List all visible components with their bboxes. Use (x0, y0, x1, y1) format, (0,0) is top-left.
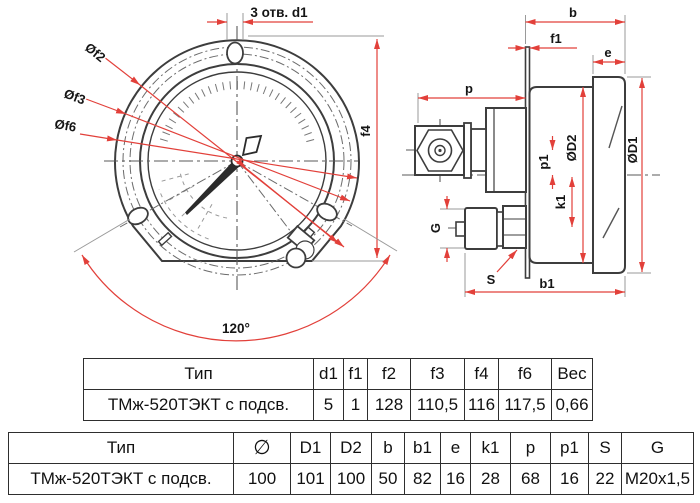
value-cell: ТМж-520ТЭКТ с подсв. (8, 463, 234, 495)
value-cell: 16 (440, 463, 471, 495)
value-cell: 117,5 (498, 389, 552, 421)
table-row: ТМж-520ТЭКТ с подсв. 5 1 128 110,5 116 1… (83, 389, 593, 421)
s-leader: S (485, 249, 518, 289)
backlight-fitting (285, 224, 316, 269)
side-view: b f1 e p p1 ØD2 (402, 4, 660, 297)
value-cell: 116 (464, 389, 499, 421)
value-cell: 100 (330, 463, 372, 495)
header-cell diameter-symbol: ∅ (233, 432, 291, 464)
table-header-row: Тип ∅ D1 D2 b b1 e k1 p p1 S G (8, 432, 694, 464)
label-k1: k1 (553, 195, 568, 209)
header-cell: f4 (464, 358, 499, 390)
label-p1: p1 (536, 154, 551, 169)
process-connection (455, 205, 527, 250)
value-cell: 16 (550, 463, 589, 495)
table-row: ТМж-520ТЭКТ с подсв. 100 101 100 50 82 1… (8, 463, 694, 495)
header-cell: Тип (8, 432, 234, 464)
label-p: p (465, 81, 473, 96)
header-cell: p (510, 432, 551, 464)
header-cell: f1 (343, 358, 368, 390)
b-dimension: b (525, 4, 626, 74)
value-cell: 1 (343, 389, 368, 421)
header-cell: S (588, 432, 622, 464)
header-cell: G (621, 432, 694, 464)
needle (185, 157, 242, 215)
value-cell: 50 (371, 463, 405, 495)
connector-assembly (414, 107, 527, 193)
header-cell: b1 (404, 432, 441, 464)
hub-arrowhead (236, 159, 246, 168)
value-cell: М20х1,5 (621, 463, 694, 495)
bezel-outline (592, 76, 626, 274)
mount-hole-top (226, 41, 244, 65)
value-cell: 128 (367, 389, 411, 421)
label-f2: Øf2 (82, 40, 108, 65)
header-cell: k1 (470, 432, 511, 464)
d1-diameter-dimension: ØD1 (624, 76, 651, 274)
mount-hole-right (316, 202, 338, 222)
header-cell: f2 (367, 358, 411, 390)
label-b1: b1 (539, 276, 554, 291)
front-view: Øf2 Øf3 Øf6 3 отв. d1 f4 120° (52, 4, 398, 342)
value-cell: 100 (233, 463, 291, 495)
label-holes-d1: 3 отв. d1 (250, 5, 308, 20)
value-cell: ТМж-520ТЭКТ с подсв. (83, 389, 314, 421)
p1-dimension: p1 (535, 136, 556, 189)
bezel-clamp (157, 231, 173, 247)
header-cell: d1 (313, 358, 344, 390)
header-cell: f3 (410, 358, 465, 390)
value-cell: 68 (510, 463, 551, 495)
angle-dimension: 120° (73, 218, 398, 342)
glass-marks (602, 105, 623, 239)
d2-dimension: ØD2 (563, 87, 586, 263)
header-cell: D1 (290, 432, 331, 464)
value-cell: 82 (404, 463, 441, 495)
label-g: G (428, 223, 443, 233)
header-cell: Вес (551, 358, 593, 390)
mount-hole-left (127, 206, 149, 226)
value-cell: 5 (313, 389, 344, 421)
value-cell: 101 (290, 463, 331, 495)
label-s: S (487, 272, 496, 287)
b1-dimension: b1 (464, 253, 626, 297)
label-b: b (569, 5, 577, 20)
label-e: e (604, 45, 611, 60)
label-d1: ØD1 (625, 137, 640, 164)
d1-dimension: 3 отв. d1 (207, 4, 313, 40)
table-header-row: Тип d1 f1 f2 f3 f4 f6 Вес (83, 358, 593, 390)
label-f4: f4 (358, 124, 373, 136)
label-f1: f1 (550, 31, 562, 46)
p-dimension: p (417, 80, 526, 123)
value-cell: 28 (470, 463, 511, 495)
header-cell: p1 (550, 432, 589, 464)
g-dimension: G (427, 196, 464, 262)
header-cell: D2 (330, 432, 372, 464)
header-cell: e (440, 432, 471, 464)
header-cell: Тип (83, 358, 314, 390)
label-d2: ØD2 (564, 135, 579, 162)
case-outline (528, 86, 594, 264)
label-f6: Øf6 (53, 116, 77, 135)
header-cell: b (371, 432, 405, 464)
e-dimension: e (592, 44, 625, 74)
technical-drawing: Øf2 Øf3 Øf6 3 отв. d1 f4 120° (52, 4, 660, 342)
k1-dimension: k1 (552, 177, 575, 227)
value-cell: 0,66 (551, 389, 593, 421)
label-angle: 120° (222, 321, 250, 336)
f1-dimension: f1 (508, 30, 577, 51)
header-cell: f6 (498, 358, 552, 390)
diameter-leaders (79, 56, 358, 248)
value-cell: 22 (588, 463, 622, 495)
dimensions-table-f: Тип d1 f1 f2 f3 f4 f6 Вес ТМж-520ТЭКТ с … (83, 358, 593, 421)
value-cell: 110,5 (410, 389, 465, 421)
dimensions-table-d: Тип ∅ D1 D2 b b1 e k1 p p1 S G ТМж-520ТЭ… (8, 432, 694, 495)
label-f3: Øf3 (62, 86, 88, 108)
needle-counterweight (241, 134, 263, 157)
